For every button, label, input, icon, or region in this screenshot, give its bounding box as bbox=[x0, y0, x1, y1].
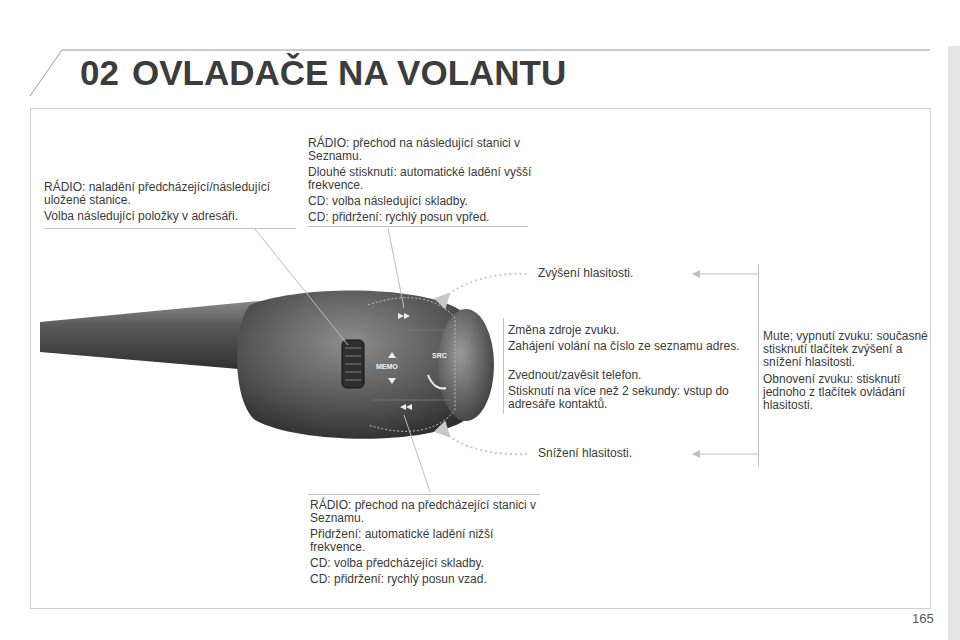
callout-text: RÁDIO: přechod na následující stanici v … bbox=[308, 137, 536, 163]
chapter-number: 02 bbox=[80, 53, 119, 93]
callout-text: Snížení hlasitosti. bbox=[538, 447, 688, 460]
button-label: SRC bbox=[432, 352, 447, 360]
callout-text: CD: volba následující skladby. bbox=[308, 195, 536, 208]
button-label: MEMO bbox=[376, 363, 398, 371]
callout-text: Obnovení zvuku: stisknutí jednoho z tlač… bbox=[763, 373, 930, 412]
callout-text: Zvednout/zavěsit telefon. bbox=[508, 369, 753, 382]
page-title: OVLADAČE NA VOLANTU bbox=[132, 53, 566, 93]
callout-text: RÁDIO: přechod na předcházející stanici … bbox=[310, 499, 538, 525]
callout-text: Stisknutí na více než 2 sekundy: vstup d… bbox=[508, 385, 753, 411]
callout-text: RÁDIO: naladění předcházející/následujíc… bbox=[44, 181, 294, 207]
callout-text: Zahájení volání na číslo ze seznamu adre… bbox=[508, 340, 753, 353]
callout-text: CD: přidržení: rychlý posun vpřed. bbox=[308, 211, 536, 224]
callout-text: Přidržení: automatické ladění nižší frek… bbox=[310, 528, 538, 554]
callout-text: Změna zdroje zvuku. bbox=[508, 324, 753, 337]
callout-text: Mute; vypnutí zvuku: současné stisknutí … bbox=[763, 330, 930, 369]
callout-text: Zvýšení hlasitosti. bbox=[538, 267, 688, 280]
callout-text: Dlouhé stisknutí: automatické ladění vyš… bbox=[308, 166, 536, 192]
callout-text: Volba následující položky v adresáři. bbox=[44, 210, 294, 223]
page-number: 165 bbox=[912, 612, 934, 625]
callout-text: CD: přidržení: rychlý posun vzad. bbox=[310, 573, 538, 586]
callout-text: CD: volba předcházející skladby. bbox=[310, 557, 538, 570]
